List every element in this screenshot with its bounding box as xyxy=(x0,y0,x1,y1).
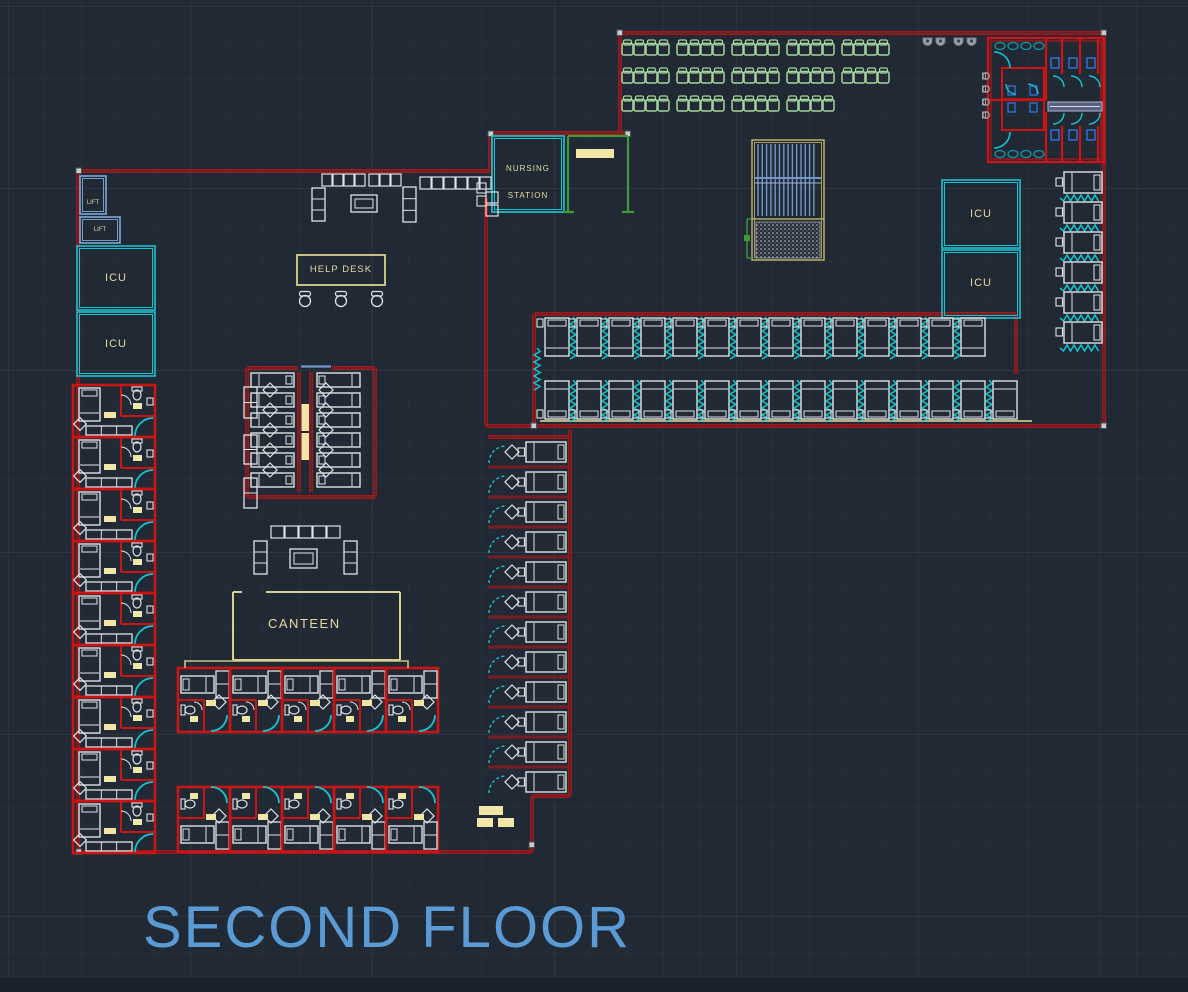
floor-title: SECOND FLOOR xyxy=(143,895,632,960)
room-label-icu-right-2: ICU xyxy=(970,277,992,289)
room-label-icu-right-1: ICU xyxy=(970,208,992,220)
room-label-icu-left-1: ICU xyxy=(105,272,127,284)
ward-lounge xyxy=(243,386,358,575)
bottom-wing-rooms xyxy=(176,660,440,854)
waiting-area-chairs xyxy=(621,39,890,112)
left-wing-rooms xyxy=(71,383,157,855)
room-label-nursing-line2: STATION xyxy=(507,191,549,200)
room-label-help-desk: HELP DESK xyxy=(309,264,373,275)
room-label-lift-1: LIFT xyxy=(86,200,100,206)
general-ward xyxy=(245,365,377,499)
private-bays xyxy=(488,441,568,794)
side-tables xyxy=(477,806,514,827)
canvas-bottom-strip xyxy=(0,978,1188,992)
room-label-lift-2: LIFT xyxy=(93,227,107,233)
room-label-canteen: CANTEEN xyxy=(268,616,341,631)
ward-bed-rows xyxy=(532,316,1018,423)
icu-rooms-right xyxy=(941,179,1021,319)
lift-rooms xyxy=(79,175,121,244)
lobby-furniture xyxy=(311,173,499,223)
canteen-room xyxy=(232,591,401,661)
nursing-station-room xyxy=(491,135,565,213)
staircase xyxy=(744,139,825,261)
icu-rooms-left xyxy=(76,245,156,377)
right-wing-beds xyxy=(1055,171,1103,353)
help-desk xyxy=(296,254,386,308)
ceiling-fixtures xyxy=(922,37,977,46)
room-label-nursing-line1: NURSING xyxy=(506,164,550,173)
staff-room xyxy=(563,134,634,214)
restroom-block xyxy=(982,36,1106,164)
room-label-icu-left-2: ICU xyxy=(105,338,127,350)
